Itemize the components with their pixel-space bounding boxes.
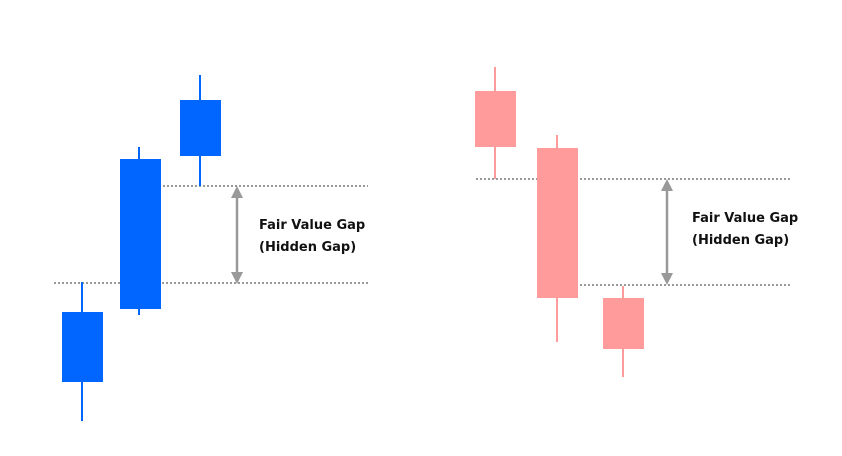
candle-1-body	[475, 91, 516, 147]
bearish-panel	[475, 67, 790, 377]
gap-label-line1: Fair Value Gap	[692, 211, 799, 226]
candle-2-body	[537, 148, 578, 298]
gap-label-line1: Fair Value Gap	[259, 218, 366, 233]
candle-3-body	[180, 100, 221, 156]
arrow-down-head	[231, 272, 243, 284]
gap-arrow	[661, 179, 673, 285]
arrow-up-head	[231, 186, 243, 198]
gap-arrow	[231, 186, 243, 284]
gap-label-line2: (Hidden Gap)	[692, 233, 790, 248]
bullish-gap-label: Fair Value Gap (Hidden Gap)	[259, 215, 365, 259]
candle-2-body	[120, 159, 161, 309]
arrow-up-head	[661, 179, 673, 191]
gap-label-line2: (Hidden Gap)	[259, 240, 357, 255]
candle-1-body	[62, 312, 103, 382]
bullish-panel	[54, 75, 368, 421]
bearish-gap-label: Fair Value Gap (Hidden Gap)	[692, 208, 798, 252]
candle-3-body	[603, 298, 644, 349]
arrow-down-head	[661, 273, 673, 285]
